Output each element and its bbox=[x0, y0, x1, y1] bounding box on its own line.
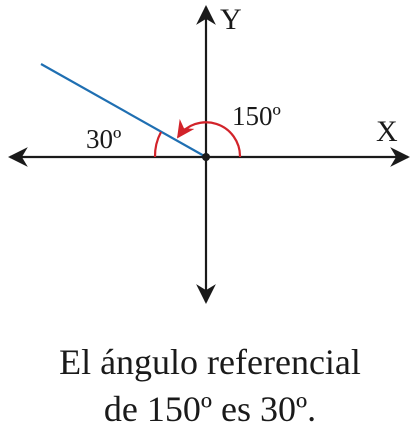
standard-angle-arc bbox=[177, 118, 242, 158]
origin-point bbox=[202, 153, 210, 161]
caption-line-1: El ángulo referencial bbox=[59, 342, 361, 382]
y-axis-label: Y bbox=[220, 3, 242, 36]
reference-angle-arc bbox=[153, 131, 162, 158]
reference-angle-label: 30º bbox=[86, 124, 121, 154]
standard-angle-label: 150º bbox=[232, 101, 281, 131]
x-axis-label: X bbox=[376, 115, 398, 148]
terminal-side-ray bbox=[40, 63, 207, 158]
caption-line-2: de 150º es 30º. bbox=[104, 389, 316, 429]
